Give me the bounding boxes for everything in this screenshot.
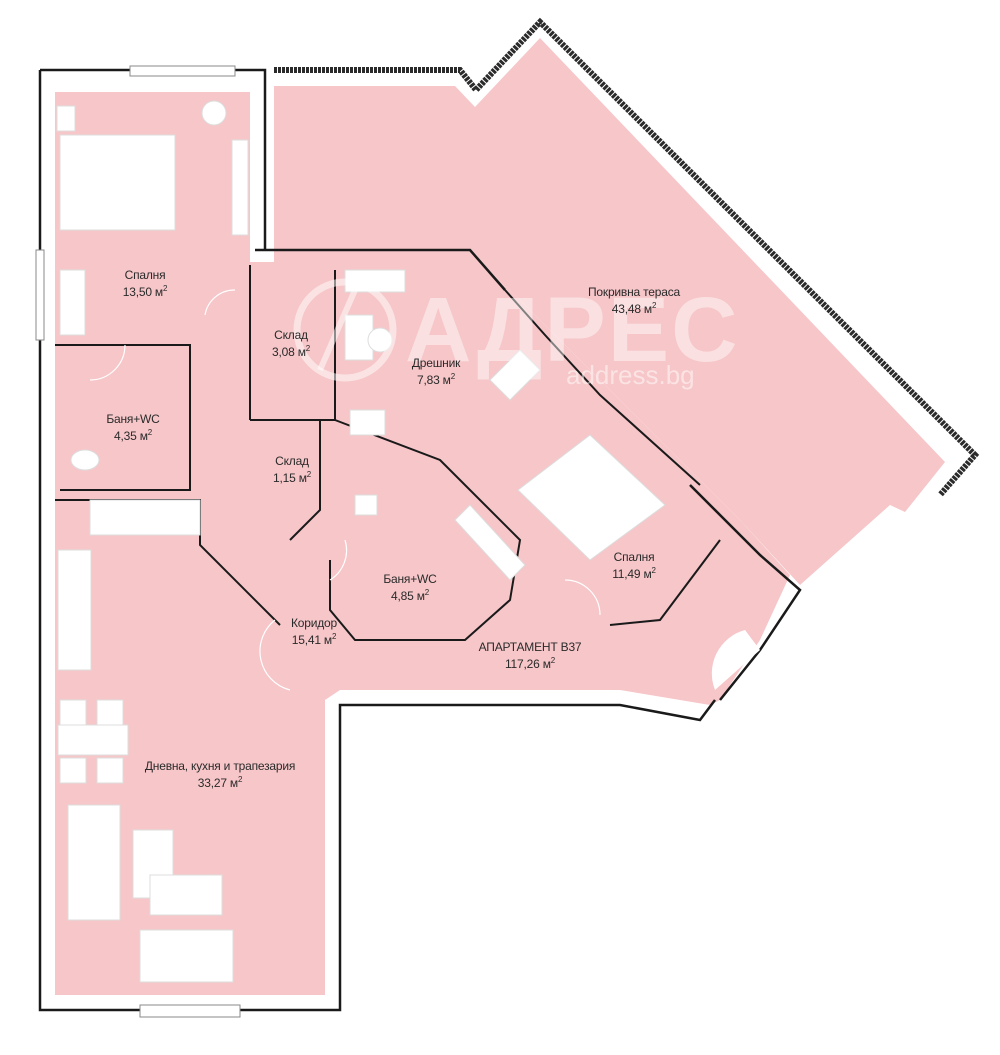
room-label-storage-2: Склад 1,15 м2 xyxy=(273,454,311,485)
room-label-bedroom-2: Спалня 11,49 м2 xyxy=(612,550,656,581)
room-label-living-kitchen-dining: Дневна, кухня и трапезария 33,27 м2 xyxy=(144,759,296,790)
room-label-bedroom-1: Спалня 13,50 м2 xyxy=(122,268,168,299)
room-label-bathroom-1: Баня+WC 4,35 м2 xyxy=(106,412,160,443)
room-label-wardrobe: Дрешник 7,83 м2 xyxy=(411,356,461,387)
watermark-brand: АДРЕС xyxy=(405,279,740,381)
room-label-bathroom-2: Баня+WC 4,85 м2 xyxy=(383,572,437,603)
outer-walls xyxy=(38,68,802,1012)
room-label-apartment: АПАРТАМЕНТ В37 117,26 м2 xyxy=(478,640,582,671)
windows xyxy=(35,65,241,1018)
furniture xyxy=(56,100,666,983)
doors xyxy=(89,289,601,691)
watermark-site: address.bg xyxy=(566,360,695,390)
bed-2 xyxy=(517,434,666,561)
entrance-door xyxy=(711,630,760,690)
roof-terrace-floor xyxy=(274,38,945,585)
bed-1 xyxy=(59,134,176,231)
room-label-corridor: Коридор 15,41 м2 xyxy=(291,616,337,647)
room-label-roof-terrace: Покривна тераса 43,48 м2 xyxy=(588,285,680,316)
terrace-parapet xyxy=(274,17,980,497)
watermark-logo-icon xyxy=(293,278,397,382)
apartment-floor xyxy=(55,92,790,995)
room-label-storage-1: Склад 3,08 м2 xyxy=(272,328,310,359)
